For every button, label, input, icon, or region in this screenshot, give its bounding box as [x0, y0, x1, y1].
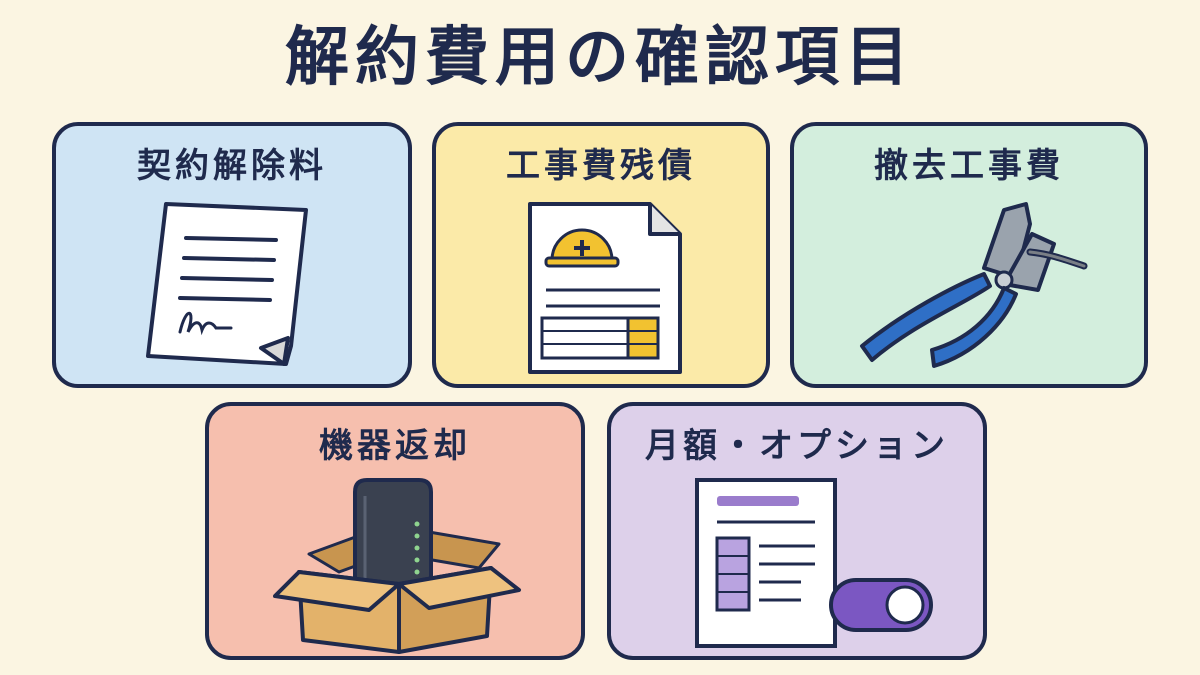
billing-option-toggle-icon	[695, 478, 933, 648]
contract-document-icon	[146, 202, 308, 366]
page-title: 解約費用の確認項目	[285, 21, 915, 95]
card-removal-work-fee: 撤去工事費	[790, 122, 1148, 388]
card-contract-cancellation-fee: 契約解除料	[52, 122, 412, 388]
pliers-icon	[860, 202, 1088, 368]
card-label: 工事費残債	[506, 146, 696, 186]
router-box-icon	[273, 478, 521, 654]
card-label: 月額・オプション	[645, 426, 949, 466]
card-equipment-return: 機器返却	[205, 402, 585, 660]
card-label: 機器返却	[319, 426, 471, 466]
card-monthly-fee-options: 月額・オプション	[607, 402, 987, 660]
card-label: 契約解除料	[137, 146, 327, 186]
card-label: 撤去工事費	[874, 146, 1064, 186]
card-installation-fee-balance: 工事費残債	[432, 122, 770, 388]
construction-invoice-icon	[528, 202, 682, 374]
